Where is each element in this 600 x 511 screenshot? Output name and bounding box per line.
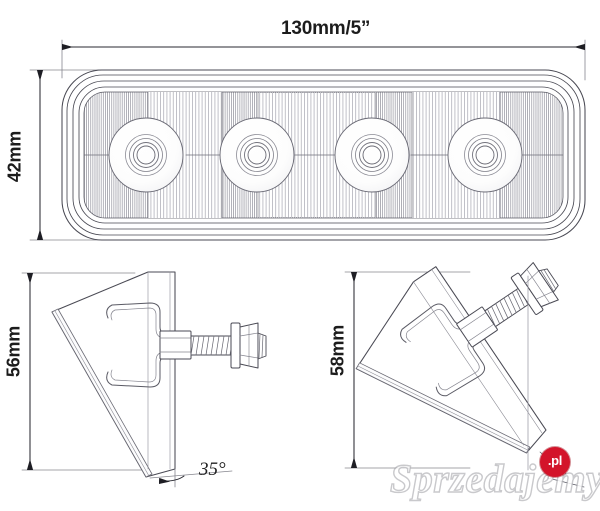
top-view-dimension-arrows	[36, 43, 585, 240]
led-lens-4	[447, 117, 523, 193]
dimension-label-angle: 35°	[199, 459, 226, 480]
dimension-label-height: 42mm	[4, 130, 25, 183]
dimension-label-depth-right: 58mm	[327, 324, 348, 377]
led-lens-3	[334, 117, 410, 193]
led-lens-group	[108, 117, 523, 193]
side-view-right	[344, 262, 585, 488]
side-view-left	[21, 271, 267, 488]
dimension-label-depth-left: 56mm	[3, 325, 24, 378]
dimension-label-width: 130mm/5”	[281, 18, 371, 39]
led-lens-1	[108, 117, 184, 193]
led-lens-2	[219, 117, 295, 193]
